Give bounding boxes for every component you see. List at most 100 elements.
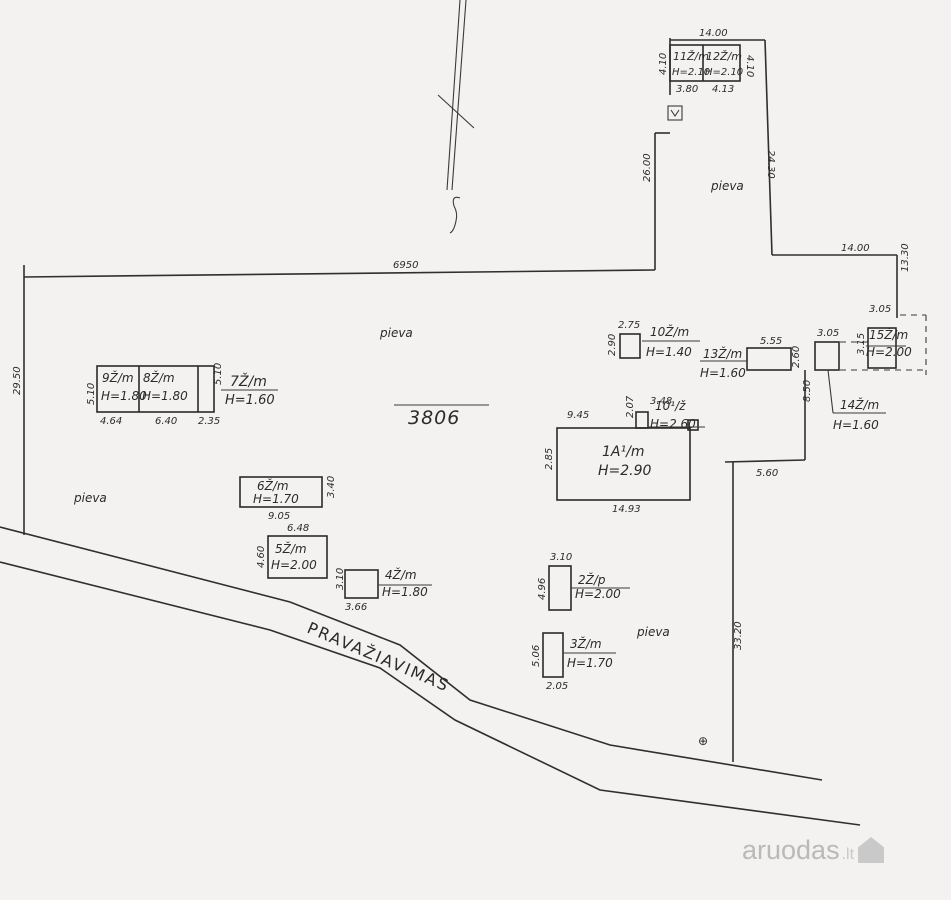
dim-label: 6.48 (287, 523, 309, 534)
dim-label: 2.75 (618, 320, 640, 331)
building-height: H=1.60 (225, 393, 275, 408)
dim-label: 5.10 (86, 383, 97, 405)
watermark-brand: aruodas (742, 835, 840, 865)
building-label: 9Ž/m (102, 370, 134, 385)
building-label: 13Ž/m (703, 346, 742, 361)
building-height: H=1.40 (646, 345, 692, 359)
dim-label: 8.50 (802, 380, 813, 402)
building-height: H=1.60 (833, 418, 879, 432)
dim-label: 9.45 (567, 410, 589, 421)
dim-label: 24.30 (765, 150, 776, 179)
building-height: H=1.70 (567, 656, 613, 670)
building-3 (542, 632, 564, 678)
building-label: 7Ž/m (230, 372, 267, 390)
building-14 (814, 341, 840, 371)
dim-label: 4.10 (658, 53, 669, 75)
plot-area: 3806 (408, 407, 460, 429)
dim-label: 3.40 (326, 476, 337, 498)
dim-label: 3.10 (550, 552, 572, 563)
meadow-label: pieva (710, 179, 744, 193)
building-label: 6Ž/m (257, 478, 289, 493)
meadow-label: pieva (73, 491, 107, 505)
dim-label: 5.60 (756, 468, 778, 479)
dim-label: 14.00 (699, 28, 728, 39)
dim-label: 3.05 (817, 328, 839, 339)
dim-label: 26.00 (642, 153, 653, 182)
building-height: H=1.70 (253, 492, 299, 506)
dim-label: 6950 (393, 260, 418, 271)
meadow-label: pieva (636, 625, 670, 639)
dim-label: 3.10 (335, 568, 346, 590)
building-label: 14Ž/m (840, 397, 879, 412)
building-label: 10¹/ž (655, 399, 686, 413)
dim-label: 3.05 (869, 304, 891, 315)
dim-label: 4.60 (256, 546, 267, 568)
dim-label: 6.40 (155, 416, 177, 427)
dim-label: 4.13 (712, 84, 734, 95)
dim-label: 5.06 (531, 645, 542, 667)
building-height: H=2.60 (650, 417, 696, 431)
building-height: H=1.80 (382, 585, 428, 599)
road-label: PRAVAŽIAVIMAS (304, 618, 452, 695)
building-height: H=1.80 (142, 389, 188, 403)
dim-label: 5.10 (213, 363, 224, 385)
building-6 (239, 476, 323, 508)
building-row-7-9 (96, 365, 215, 413)
building-label: 1A¹/m (602, 444, 644, 460)
dim-label: 5.55 (760, 336, 782, 347)
building-height: H=2.90 (598, 463, 652, 479)
dim-label: 14.00 (841, 243, 870, 254)
dim-label: 3.48 (650, 396, 672, 407)
building-label: 15Ž/m (869, 327, 908, 342)
dim-label: 3.66 (345, 602, 367, 613)
building-label: 11Ž/m (673, 50, 709, 63)
well-icon (667, 105, 683, 121)
building-height: H=1.80 (101, 389, 147, 403)
watermark: aruodas.lt (742, 835, 885, 866)
dim-label: 4.96 (537, 578, 548, 600)
building-13 (746, 347, 792, 371)
meadow-label: pieva (379, 326, 413, 340)
dim-label: 3.80 (676, 84, 698, 95)
building-height: H=1.60 (700, 366, 746, 380)
dim-label: 29.50 (12, 366, 23, 395)
building-row-11-12 (669, 44, 741, 82)
building-label: 8Ž/m (143, 370, 175, 385)
watermark-tld: .lt (841, 846, 855, 863)
north-arrow (437, 0, 475, 234)
building-height: H=2.10 (672, 67, 710, 78)
house-logo-icon (858, 837, 885, 863)
building-label: 10Ž/m (650, 324, 689, 339)
dim-label: 4.64 (100, 416, 122, 427)
access-road (0, 526, 861, 826)
building-10 (619, 333, 641, 359)
survey-mark-icon: ⊕ (698, 734, 708, 748)
dim-label: 2.05 (546, 681, 568, 692)
building-1 (556, 411, 699, 501)
dim-label: 2.35 (198, 416, 220, 427)
dim-label: 2.90 (607, 334, 618, 356)
dim-label: 33.20 (733, 621, 744, 650)
building-4 (344, 569, 379, 599)
dim-label: 3.15 (856, 333, 867, 355)
building-15 (867, 327, 897, 369)
building-height: H=2.00 (575, 587, 621, 601)
building-label: 3Ž/m (570, 636, 602, 651)
building-2 (548, 565, 572, 611)
dim-label: 14.93 (612, 504, 641, 515)
building-label: 5Ž/m (275, 541, 307, 556)
building-5 (267, 535, 328, 579)
dim-label: 2.85 (544, 448, 555, 470)
dim-label: 13.30 (900, 243, 911, 272)
dim-label: 9.05 (268, 511, 290, 522)
building-label: 2Ž/p (578, 572, 606, 587)
building-label: 12Ž/m (706, 50, 742, 63)
building-height: H=2.00 (271, 558, 317, 572)
plot-boundary (23, 38, 927, 762)
building-height: H=2.00 (866, 345, 912, 359)
leader-lines (221, 340, 906, 654)
dim-label: 2.60 (791, 346, 802, 368)
building-label: 4Ž/m (385, 567, 417, 582)
dim-label: 4.10 (744, 55, 755, 77)
